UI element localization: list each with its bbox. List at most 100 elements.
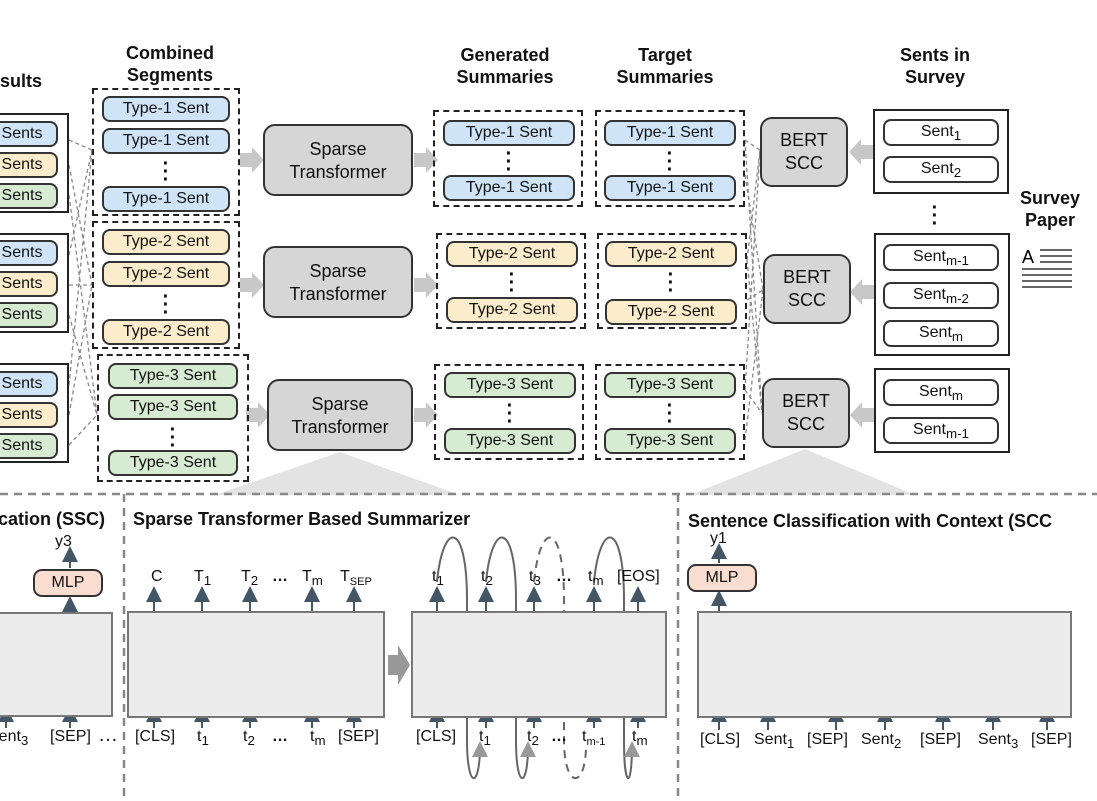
dashed-connector bbox=[744, 139, 763, 414]
token-word: t bbox=[479, 728, 484, 745]
type3-sent: Type-3 Sent bbox=[604, 372, 736, 398]
token-subscript: 1 bbox=[786, 736, 795, 752]
ssc-section-title: cation (SSC) bbox=[0, 509, 106, 529]
survey-sent: Sentm-1 bbox=[883, 417, 999, 444]
flow-arrow-left bbox=[850, 402, 874, 428]
type1-sent: Type-1 Sent bbox=[102, 186, 230, 212]
combined-segment-type3 bbox=[97, 354, 249, 482]
type3-sent: Type-3 Sent bbox=[108, 363, 238, 389]
dashed-connector bbox=[746, 259, 763, 414]
token-word: t bbox=[582, 728, 587, 745]
encoder-output-c: C bbox=[151, 568, 163, 585]
vertical-ellipsis: ··· bbox=[667, 264, 675, 302]
result-sents-green: Sents bbox=[0, 183, 58, 209]
token-word: Sent bbox=[978, 731, 1011, 748]
ssc-mlp-block: MLP bbox=[33, 569, 103, 597]
decoder-input-t1: t1 bbox=[479, 728, 491, 748]
sent-word: Sent bbox=[913, 286, 946, 303]
sent-subscript: 1 bbox=[953, 128, 962, 144]
flow-arrow bbox=[414, 147, 438, 173]
token-word: t bbox=[481, 568, 486, 585]
header-target-line1: Target bbox=[638, 45, 692, 65]
token-word: T bbox=[194, 568, 204, 585]
sent-word: Sent bbox=[920, 123, 954, 140]
combined-segment-type2 bbox=[92, 221, 240, 349]
scc-input-sep: [SEP] bbox=[807, 731, 848, 748]
token-subscript: m bbox=[314, 733, 326, 749]
vertical-ellipsis: ··· bbox=[931, 197, 939, 235]
sent-word: Sent bbox=[920, 160, 954, 177]
result-sents-blue: Sents bbox=[0, 371, 58, 397]
token-subscript: 1 bbox=[483, 733, 491, 749]
bert-label-line1: BERT bbox=[782, 391, 830, 411]
header-combined-segments: Combined Segments bbox=[95, 42, 245, 86]
token-subscript: 3 bbox=[533, 573, 541, 589]
flow-arrow bbox=[240, 147, 264, 173]
type2-sent: Type-2 Sent bbox=[102, 319, 230, 345]
decoder-loop-arrow bbox=[485, 536, 536, 780]
dashed-connector bbox=[68, 414, 98, 446]
header-target-summaries: Target Summaries bbox=[590, 44, 740, 88]
type1-sent: Type-1 Sent bbox=[102, 96, 230, 122]
type2-sent: Type-2 Sent bbox=[446, 241, 578, 267]
zoom-wedge-sts bbox=[215, 452, 460, 495]
sparse-transformer-block: Sparse Transformer bbox=[267, 379, 413, 451]
dashed-connector bbox=[744, 389, 763, 414]
encoder-decoder-arrow bbox=[388, 645, 410, 685]
sparse-label-line2: Transformer bbox=[289, 284, 387, 304]
sparse-transformer-block: Sparse Transformer bbox=[263, 246, 413, 318]
token-word: t bbox=[529, 568, 534, 585]
token-subscript: m bbox=[311, 573, 323, 589]
bert-scc-block: BERT SCC bbox=[763, 254, 851, 324]
encoder-output-t2: T2 bbox=[241, 568, 258, 588]
scc-network-box bbox=[697, 611, 1072, 718]
ssc-input-sep: [SEP] bbox=[50, 728, 91, 745]
scc-input-sent1: Sent1 bbox=[754, 731, 794, 751]
survey-sent: Sentm-2 bbox=[883, 282, 999, 309]
encoder-input-t1: t1 bbox=[197, 728, 209, 748]
encoder-input-cls: [CLS] bbox=[135, 728, 176, 745]
token-subscript: 2 bbox=[250, 573, 259, 589]
decoder-loop-arrow bbox=[436, 536, 488, 780]
decoder-loop-arrow bbox=[593, 536, 640, 780]
sent-word: Sent bbox=[913, 248, 946, 265]
token-word: t bbox=[588, 568, 593, 585]
sparse-label-line1: Sparse bbox=[311, 394, 369, 414]
encoder-input-sep: [SEP] bbox=[338, 728, 379, 745]
ssc-input-word: Sent bbox=[0, 728, 21, 745]
result-sents-green: Sents bbox=[0, 302, 58, 328]
dashed-connector bbox=[68, 149, 93, 386]
token-subscript: 3 bbox=[1010, 736, 1019, 752]
scc-input-sep: [SEP] bbox=[920, 731, 961, 748]
sent-subscript: m bbox=[951, 388, 964, 404]
type2-sent: Type-2 Sent bbox=[605, 241, 737, 267]
result-sents-yellow: Sents bbox=[0, 402, 58, 428]
bert-label-line2: SCC bbox=[784, 153, 823, 173]
type2-sent: Type-2 Sent bbox=[102, 261, 230, 287]
result-sents-yellow: Sents bbox=[0, 271, 58, 297]
result-sents-blue: Sents bbox=[0, 240, 58, 266]
token-word: T bbox=[340, 568, 350, 585]
ellipsis-label: … bbox=[98, 724, 118, 746]
encoder-output-tsep: TSEP bbox=[340, 568, 372, 588]
type3-sent: Type-3 Sent bbox=[108, 394, 238, 420]
svg-text:A: A bbox=[1022, 247, 1034, 267]
token-word: T bbox=[241, 568, 251, 585]
decoder-output-t3: t3 bbox=[529, 568, 541, 588]
token-word: t bbox=[432, 568, 437, 585]
encoder-input-tm: tm bbox=[310, 728, 326, 748]
scc-mlp-block: MLP bbox=[687, 564, 757, 592]
header-paper-line2: Paper bbox=[1024, 210, 1076, 230]
decoder-input-t2: t2 bbox=[527, 728, 539, 748]
header-survey-paper: Survey Paper bbox=[1010, 187, 1090, 231]
target-summary-type2 bbox=[597, 233, 747, 329]
encoder-network-box bbox=[127, 611, 385, 718]
token-subscript: 1 bbox=[203, 573, 212, 589]
type3-sent: Type-3 Sent bbox=[444, 428, 576, 454]
token-subscript: 1 bbox=[201, 733, 209, 749]
header-target-line2: Summaries bbox=[616, 67, 714, 87]
sparse-label-line1: Sparse bbox=[309, 139, 367, 159]
survey-sent: Sent1 bbox=[883, 119, 999, 146]
vertical-ellipsis: ··· bbox=[162, 153, 170, 191]
